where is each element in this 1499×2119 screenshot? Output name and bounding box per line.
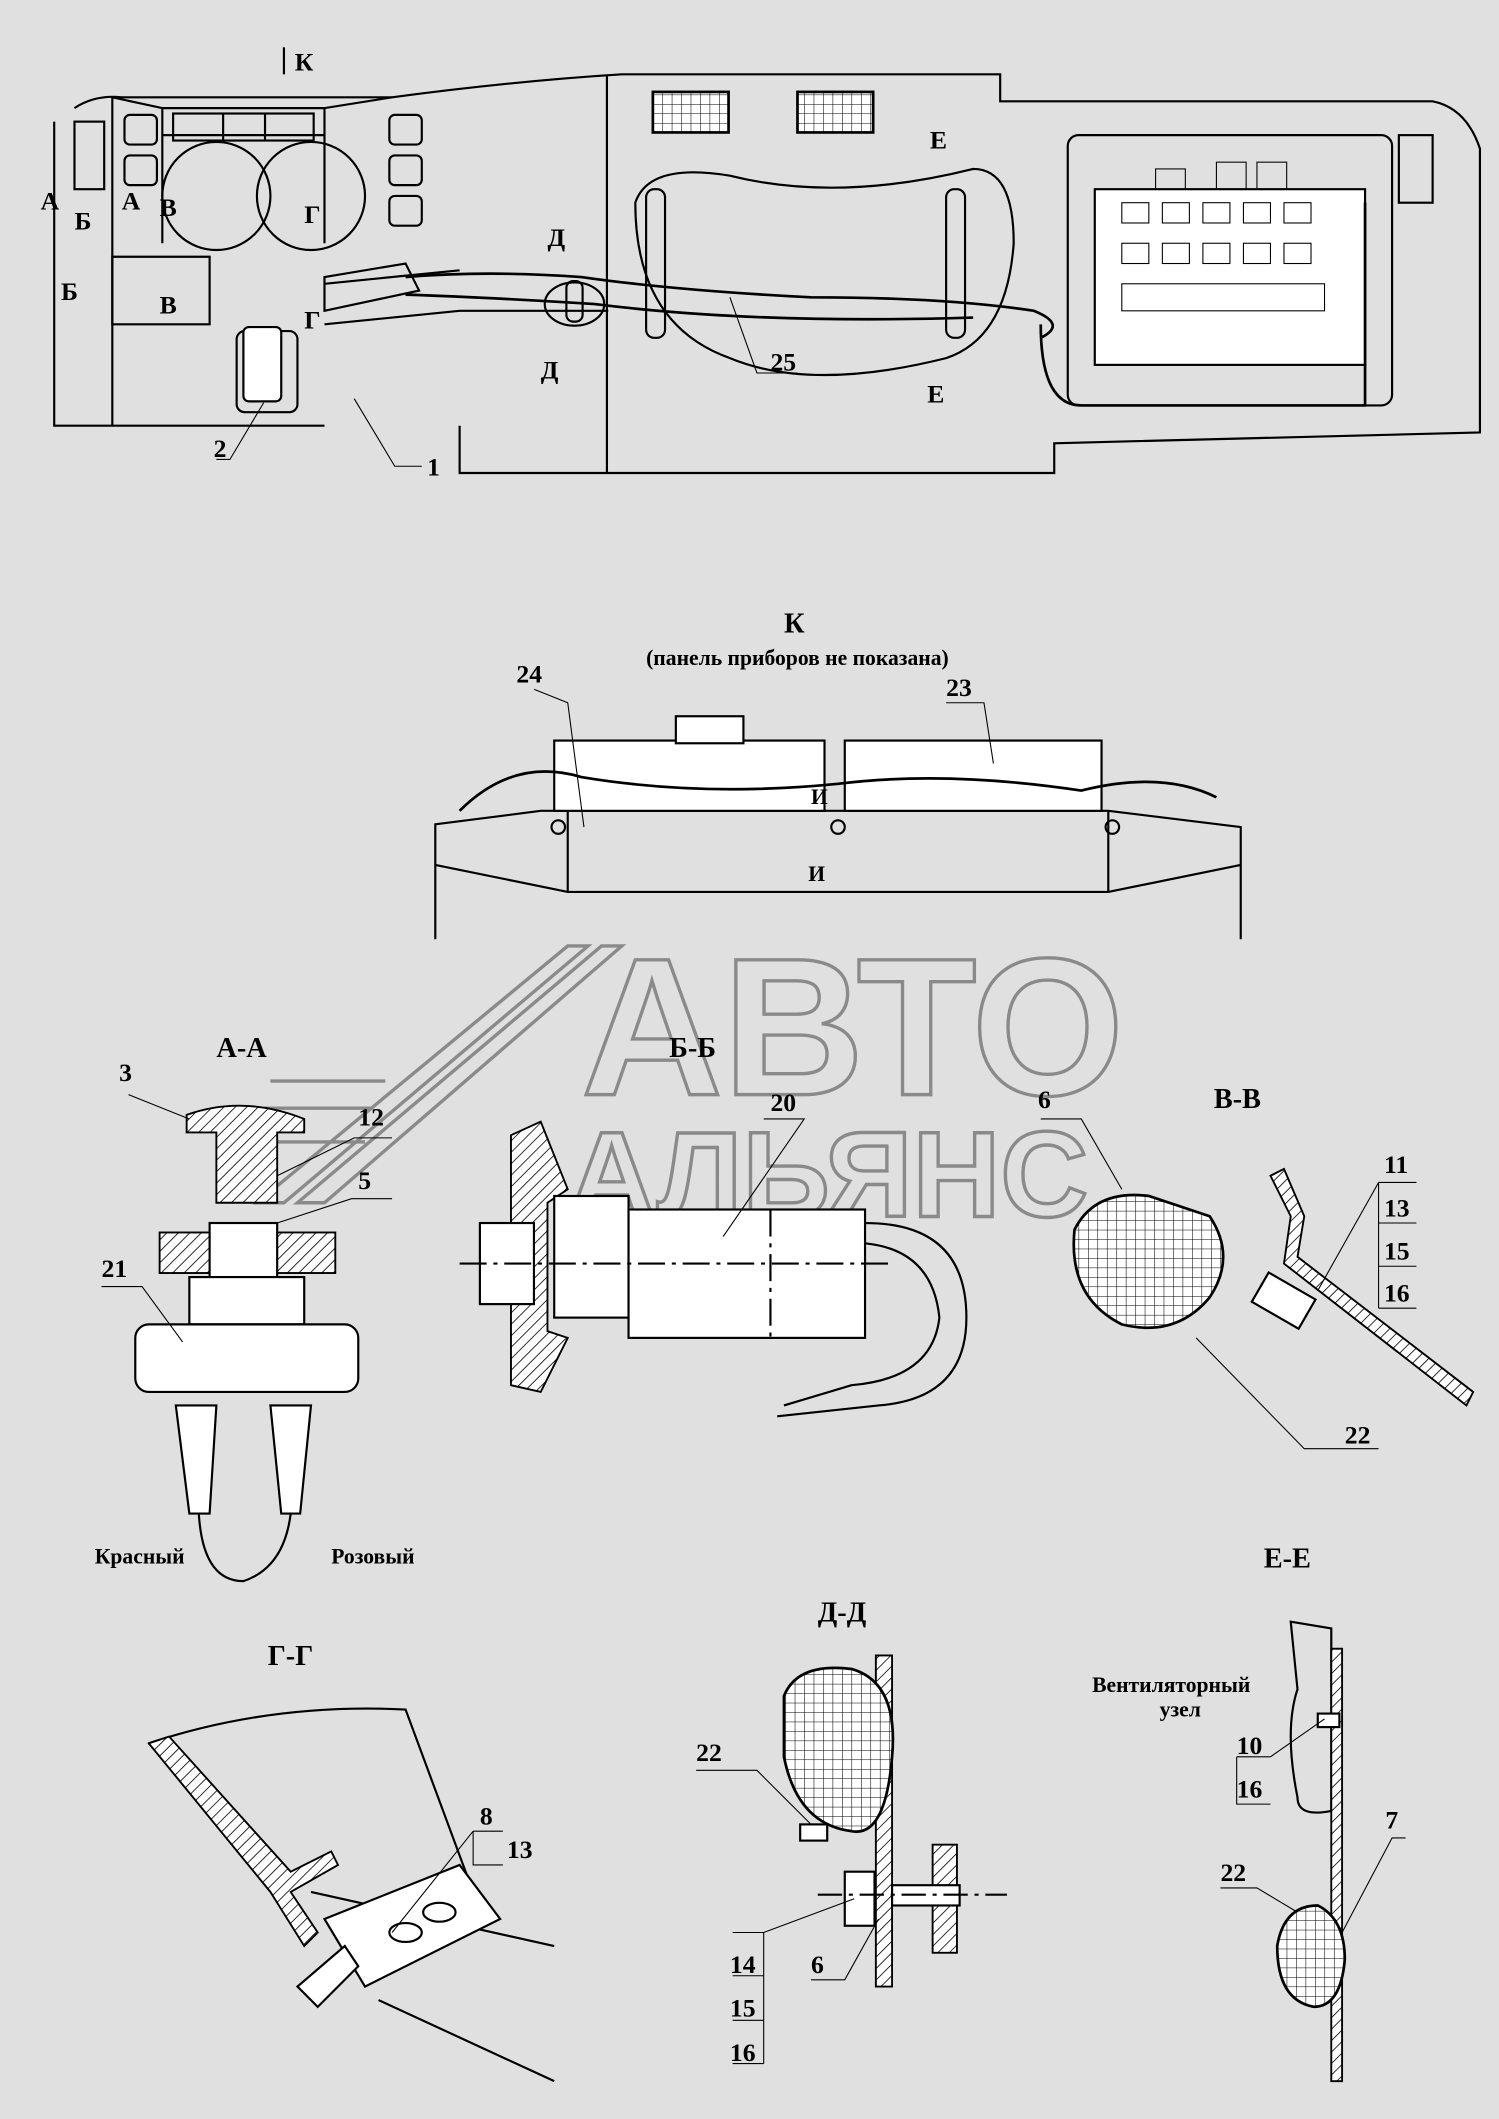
section-vv-title: В-В	[1214, 1084, 1261, 1115]
section-vv: В-В 6 22 11 13 15 16	[1038, 1084, 1475, 1449]
callout-6: 6	[811, 1950, 824, 1979]
wire-color-red: Красный	[95, 1545, 185, 1569]
callout-16: 16	[730, 2038, 756, 2067]
section-aa-title: А-А	[216, 1033, 267, 1064]
callout-15: 15	[730, 1993, 756, 2022]
callout-16: 16	[1237, 1774, 1263, 1803]
main-view-labels: К А А Б Б В В Г Г Д Д Е Е 2 1 25	[41, 47, 947, 481]
section-ee-title: Е-Е	[1264, 1544, 1311, 1575]
section-bb: Б-Б 20	[459, 1033, 968, 1418]
callout-10: 10	[1237, 1731, 1263, 1760]
section-dd: Д-Д 22 14 15 16 6	[696, 1598, 1007, 2067]
section-ee: Е-Е Вентиляторный узел 10 16 22 7	[1092, 1544, 1406, 2083]
callout-22: 22	[1220, 1858, 1246, 1887]
section-mark-g: Г	[304, 200, 320, 229]
section-mark-e: Е	[930, 126, 947, 155]
section-mark-b: Б	[74, 207, 91, 236]
section-mark-v: В	[160, 291, 177, 320]
wire-color-pink: Розовый	[331, 1545, 414, 1569]
note-fan-unit-2: узел	[1160, 1697, 1201, 1721]
callout-23: 23	[946, 673, 972, 702]
callout-22: 22	[1345, 1420, 1371, 1449]
callout-11: 11	[1384, 1150, 1408, 1179]
section-dd-title: Д-Д	[818, 1598, 867, 1629]
section-mark-d: Д	[541, 355, 559, 384]
callout-15: 15	[1384, 1237, 1410, 1266]
callout-25: 25	[770, 347, 796, 376]
callout-16: 16	[1384, 1278, 1410, 1307]
watermark-logo: АВТО АЛЬЯНС	[252, 916, 1126, 1244]
callout-21: 21	[102, 1254, 128, 1283]
view-k-subtitle: (панель приборов не показана)	[646, 646, 949, 670]
callout-22: 22	[696, 1738, 722, 1767]
section-mark-a: А	[122, 186, 141, 215]
section-mark-a: А	[41, 186, 60, 215]
section-mark-i: И	[808, 862, 825, 886]
section-bb-title: Б-Б	[669, 1033, 716, 1064]
callout-20: 20	[770, 1088, 796, 1117]
main-view	[53, 73, 1482, 475]
callout-24: 24	[516, 659, 542, 688]
view-k-title: К	[784, 608, 805, 639]
callout-2: 2	[214, 434, 227, 463]
callout-8: 8	[480, 1801, 493, 1830]
callout-14: 14	[730, 1950, 756, 1979]
callout-12: 12	[358, 1103, 384, 1132]
section-mark-d: Д	[547, 223, 565, 252]
section-mark-v: В	[160, 193, 177, 222]
view-k: К (панель приборов не показана) 24 23 И …	[434, 608, 1242, 940]
callout-1: 1	[427, 453, 440, 482]
section-gg: Г-Г 8 13	[147, 1641, 555, 2083]
section-gg-title: Г-Г	[268, 1641, 314, 1672]
watermark-text-1: АВТО	[581, 918, 1124, 1137]
callout-3: 3	[119, 1058, 132, 1087]
section-mark-i: И	[811, 785, 828, 809]
note-fan-unit: Вентиляторный	[1092, 1673, 1250, 1697]
callout-7: 7	[1385, 1805, 1398, 1834]
section-aa: А-А 3 12 5 21 Красный Розовый	[95, 1033, 415, 1583]
callout-13: 13	[1384, 1193, 1410, 1222]
section-mark-b: Б	[61, 277, 78, 306]
view-k-arrow-label: К	[295, 47, 314, 76]
callout-13: 13	[507, 1835, 533, 1864]
section-mark-e: Е	[927, 380, 944, 409]
section-mark-g: Г	[304, 305, 320, 334]
callout-5: 5	[358, 1166, 371, 1195]
callout-6: 6	[1038, 1085, 1051, 1114]
